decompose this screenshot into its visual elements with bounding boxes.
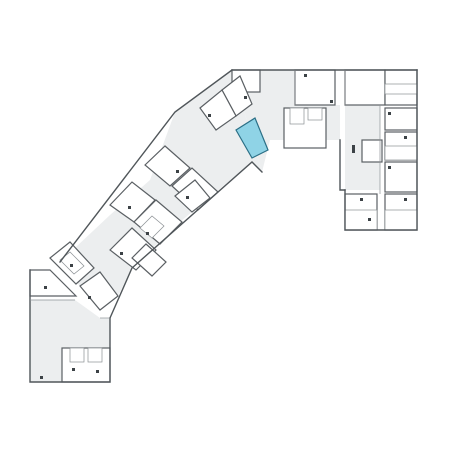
post [96, 370, 99, 373]
diagonal-corridor [60, 70, 262, 306]
post [208, 114, 211, 117]
room-e4a [384, 145, 418, 161]
north-block [231, 69, 336, 149]
post [128, 206, 131, 209]
room-e8 [361, 139, 383, 163]
unit-dl1 [144, 145, 191, 187]
wall-inner-east [339, 139, 346, 191]
post [88, 296, 91, 299]
unit-sw4b [87, 347, 103, 363]
wall-diagonal-lower [109, 161, 263, 319]
room-e7a [344, 209, 378, 231]
unit-dl7 [131, 243, 167, 277]
east-wing [344, 69, 418, 231]
interior-partitions [30, 70, 381, 319]
post [186, 196, 189, 199]
post [176, 170, 179, 173]
room-e6a [384, 209, 418, 231]
unit-sw1a [59, 251, 85, 275]
post [352, 145, 355, 153]
post [120, 252, 123, 255]
corridor-areas [30, 70, 380, 382]
highlighted-unit[interactable] [235, 117, 269, 159]
unit-sw3 [79, 271, 119, 311]
room-n3a [289, 107, 305, 125]
wall-diagonal-upper [59, 69, 233, 263]
diagonal-upper-units [199, 75, 269, 159]
room-e2a [384, 83, 418, 95]
post [388, 112, 391, 115]
unit-sw4 [61, 347, 111, 383]
unit-dl3 [174, 179, 211, 213]
diagonal-lower-units [109, 145, 219, 277]
wall-east [344, 69, 418, 231]
post [404, 136, 407, 139]
post [40, 376, 43, 379]
post [368, 218, 371, 221]
room-n2 [294, 69, 336, 106]
post [304, 74, 307, 77]
post [360, 198, 363, 201]
room-e3 [384, 107, 418, 131]
outer-walls [29, 69, 418, 383]
post [44, 286, 47, 289]
unit-du2 [199, 89, 237, 131]
post [388, 166, 391, 169]
post [244, 96, 247, 99]
unit-dl4 [109, 181, 156, 223]
wall-southwest [29, 269, 111, 383]
post [146, 232, 149, 235]
structural-posts [40, 74, 407, 379]
post [70, 264, 73, 267]
post [330, 100, 333, 103]
room-e1 [344, 69, 386, 106]
post [72, 368, 75, 371]
post [404, 198, 407, 201]
unit-sw4a [69, 347, 85, 363]
room-n3b [307, 107, 323, 121]
southwest-block [29, 241, 119, 383]
